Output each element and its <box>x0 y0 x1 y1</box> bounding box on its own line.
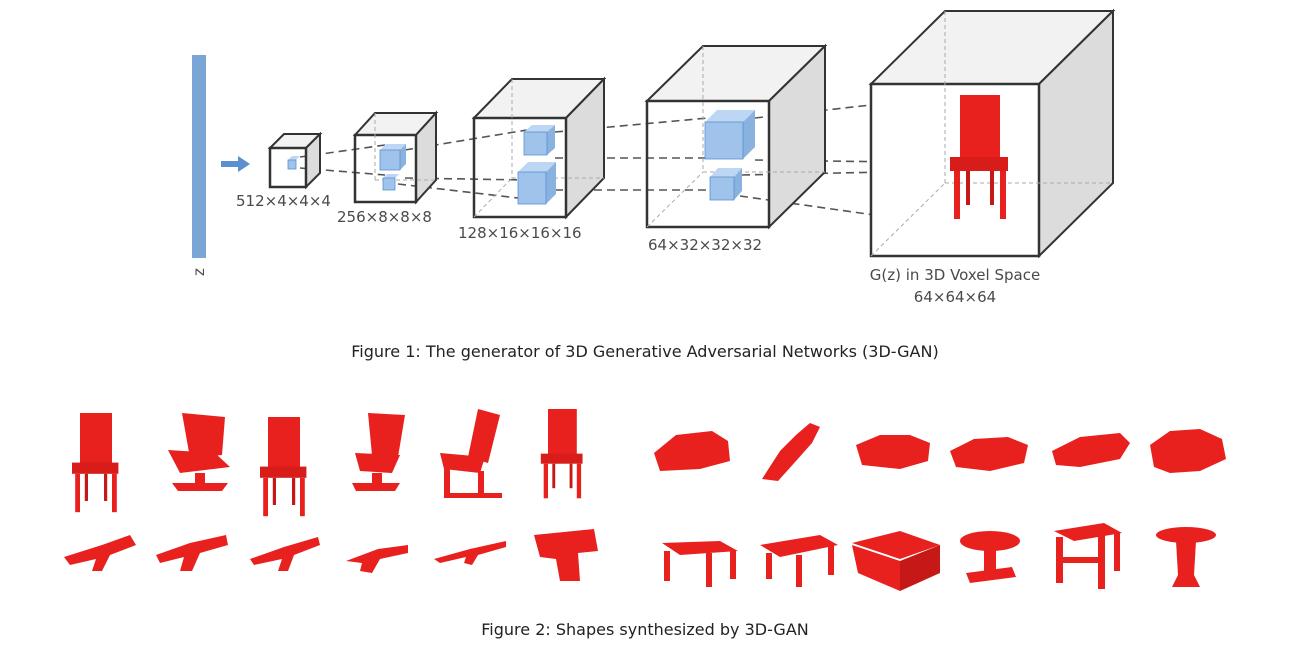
output-voxel-cube <box>868 8 1116 259</box>
chair-shape <box>72 413 119 513</box>
car-shape <box>762 423 820 481</box>
output-label-line2: 64×64×64 <box>914 288 996 306</box>
table-shape <box>760 535 838 587</box>
gun-shape <box>534 529 598 581</box>
chair-shape <box>260 417 307 517</box>
table-shape <box>1054 523 1122 589</box>
figure-2-caption: Figure 2: Shapes synthesized by 3D-GAN <box>481 620 809 639</box>
chair-shape <box>540 409 583 499</box>
gun-shape <box>434 541 506 565</box>
table-shape <box>1156 527 1216 587</box>
layer-cube-2 <box>352 110 439 205</box>
figure-2-shapes <box>64 409 1226 591</box>
chair-shape <box>168 413 230 491</box>
car-shape <box>856 435 930 469</box>
layer-cube-1 <box>267 131 323 190</box>
layer-cube-4 <box>644 43 828 230</box>
output-label-line1: G(z) in 3D Voxel Space <box>870 266 1040 284</box>
gun-shape <box>250 537 320 571</box>
layer-cube-3 <box>471 76 607 220</box>
layer-3-label: 128×16×16×16 <box>458 224 582 242</box>
table-shape <box>852 531 940 591</box>
figure-1-diagram: z 512×4×4×4 <box>190 8 1116 306</box>
layer-4-label: 64×32×32×32 <box>648 236 762 254</box>
table-shape <box>960 531 1020 583</box>
layer-2-label: 256×8×8×8 <box>337 208 432 226</box>
car-shape <box>1150 429 1226 473</box>
gun-shape <box>346 545 408 573</box>
latent-vector-bar <box>192 55 206 258</box>
car-shape <box>950 437 1028 471</box>
figure-1-caption: Figure 1: The generator of 3D Generative… <box>351 342 939 361</box>
gun-shape <box>64 535 136 571</box>
arrow-right-icon <box>221 156 250 172</box>
layer-1-label: 512×4×4×4 <box>236 192 331 210</box>
gun-shape <box>156 535 228 571</box>
car-shape <box>654 431 730 471</box>
chair-shape <box>352 413 405 491</box>
chair-shape <box>440 409 502 498</box>
table-shape <box>662 541 738 587</box>
latent-z-label: z <box>190 268 208 276</box>
car-shape <box>1052 433 1130 467</box>
